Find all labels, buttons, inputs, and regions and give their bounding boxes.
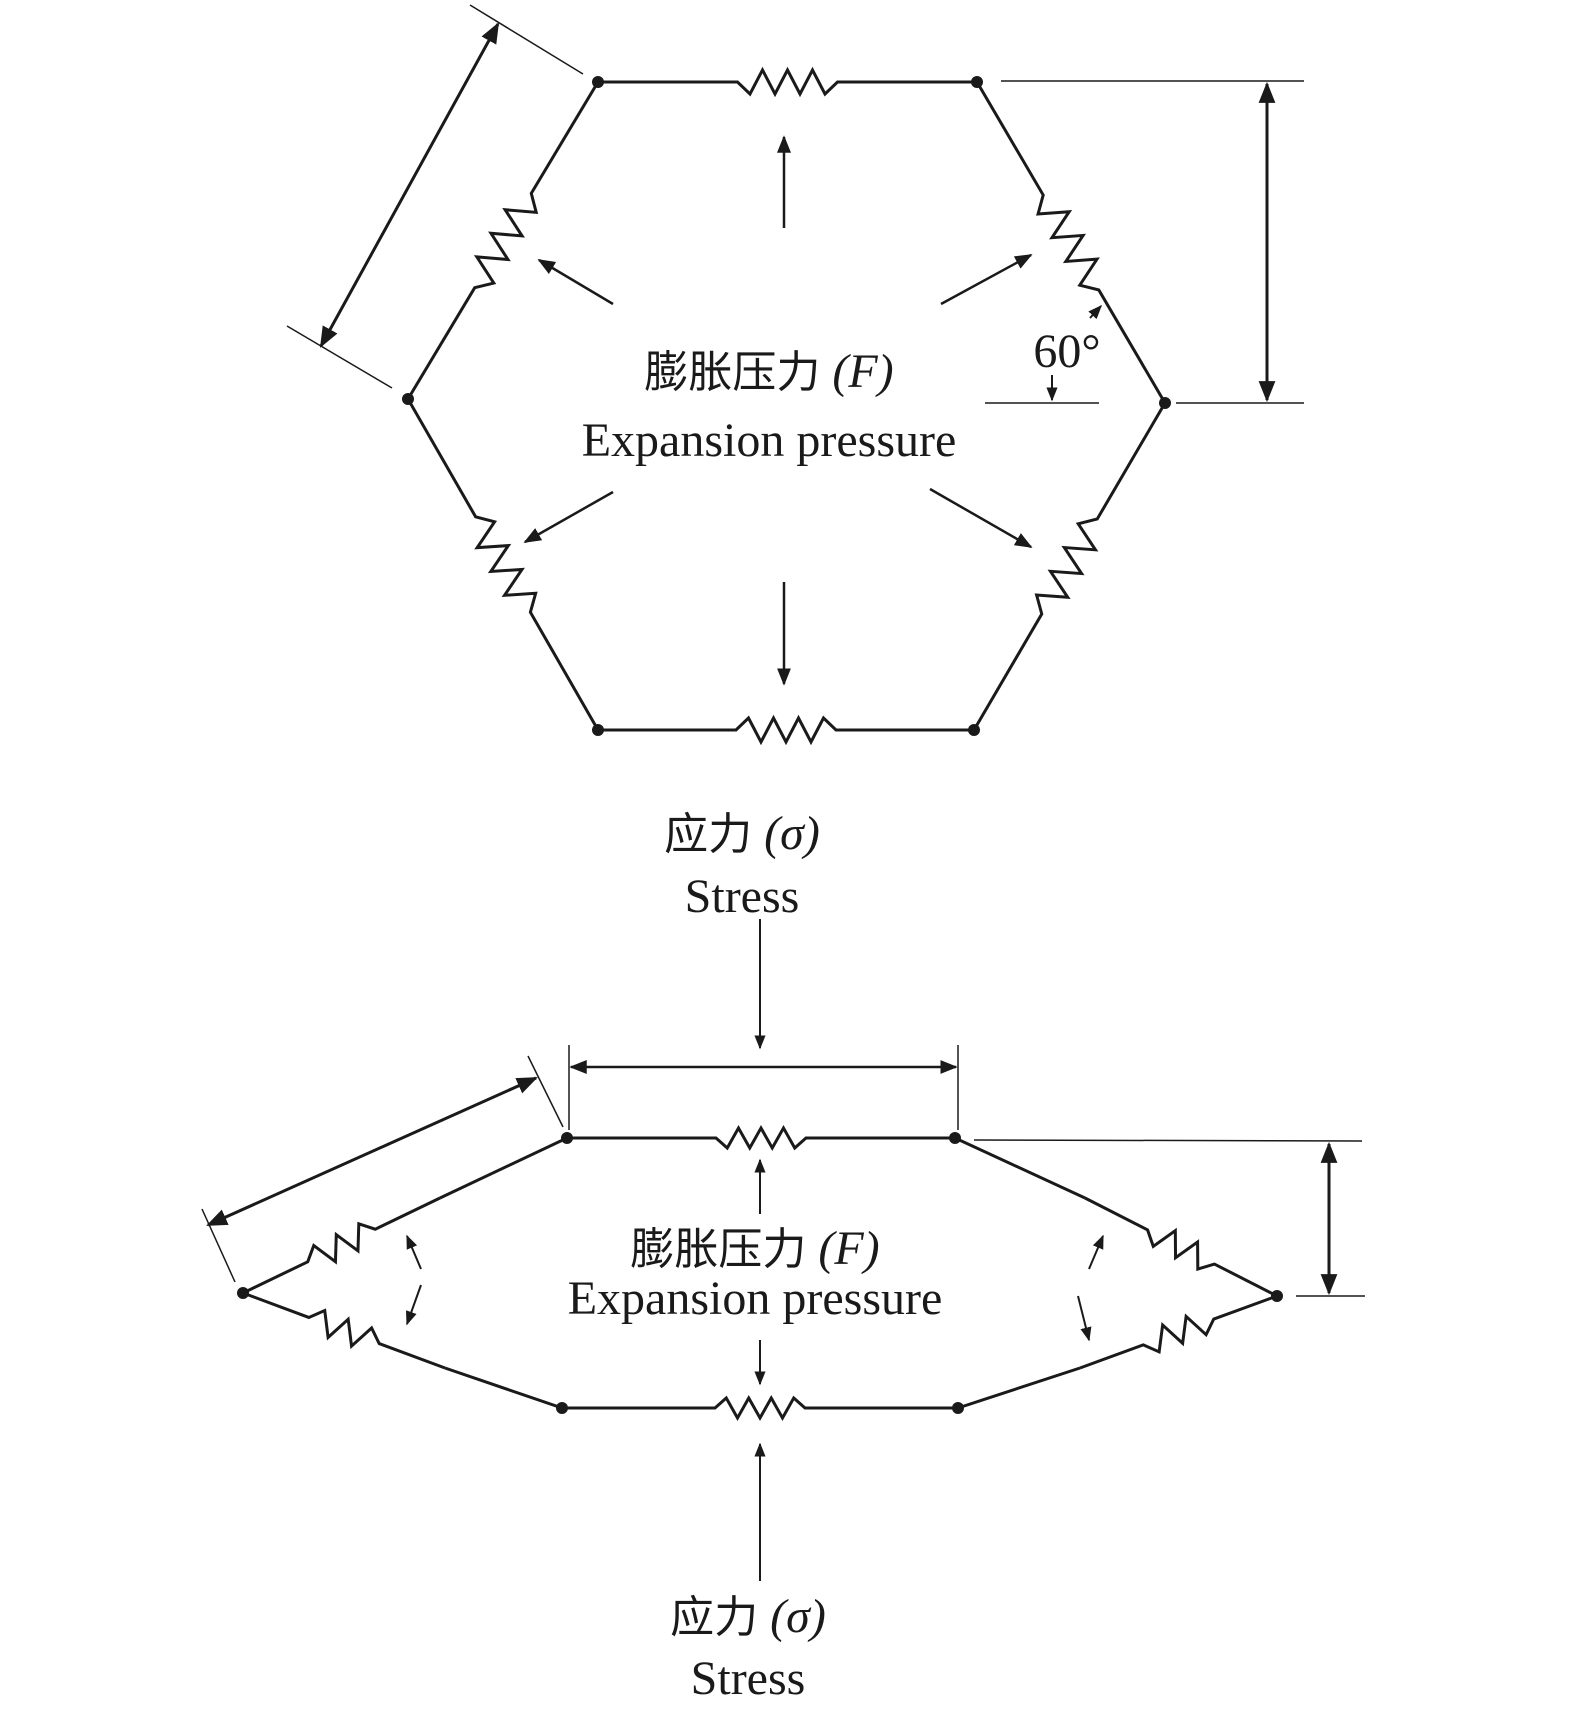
side-length-dimension (206, 1076, 538, 1227)
top-force-label-en: Expansion pressure (581, 414, 957, 467)
node-tl (592, 76, 604, 88)
top-force-label: 膨胀压力 (F) (644, 348, 893, 396)
extension-line (469, 4, 584, 75)
angle-label: 60° (1033, 325, 1101, 378)
pressure-arrow-down-left (405, 1284, 422, 1326)
spring-top (598, 66, 977, 98)
pressure-arrow-up-right (1088, 1234, 1104, 1270)
top-force-label-zh: 膨胀压力 (644, 347, 821, 398)
node-br (952, 1402, 964, 1414)
extension-line (973, 1139, 1363, 1142)
strut (439, 1136, 568, 1200)
stress-bottom-label: 应力 (σ) (670, 1593, 826, 1641)
pressure-arrow-up-left (406, 1234, 422, 1270)
bottom-force-label: 膨胀压力 (F) (630, 1225, 879, 1273)
pressure-arrow-up-right (940, 253, 1033, 306)
spring-bottom (598, 714, 974, 746)
node-br (968, 724, 980, 736)
bottom-force-label-en: Expansion pressure (567, 1272, 943, 1325)
node-r (1159, 397, 1171, 409)
extension-line (527, 1055, 564, 1128)
pressure-arrow-down-left (523, 490, 614, 544)
bottom-force-symbol: (F) (818, 1222, 880, 1275)
node-bl (556, 1402, 568, 1414)
pressure-arrow-up-left (537, 258, 614, 306)
node-tl (561, 1132, 573, 1144)
angle-arrow (1088, 304, 1102, 320)
spring-upper-right (1084, 1196, 1278, 1298)
stress-top-label: 应力 (σ) (664, 810, 820, 858)
bottom-force-label-zh: 膨胀压力 (630, 1224, 807, 1275)
strut (444, 1366, 563, 1410)
stress-top-label-en: Stress (684, 870, 800, 923)
side-length-dimension (319, 22, 500, 348)
strut (954, 1136, 1086, 1200)
stress-bottom-symbol: (σ) (770, 1590, 826, 1643)
spring-bottom (562, 1394, 958, 1422)
top-force-symbol: (F) (832, 345, 894, 398)
node-l (402, 393, 414, 405)
spring-top (567, 1124, 955, 1152)
stress-top-symbol: (σ) (764, 807, 820, 860)
stress-bottom-label-zh: 应力 (670, 1592, 759, 1643)
spring-upper-left (242, 1196, 441, 1295)
stress-bottom-label-en: Stress (690, 1652, 806, 1705)
spring-bottom-right (972, 402, 1167, 731)
spring-top-left (406, 81, 600, 400)
node-l (237, 1287, 249, 1299)
spring-lower-right (1079, 1294, 1278, 1370)
node-tr (949, 1132, 961, 1144)
node-bl (592, 724, 604, 736)
strut (957, 1366, 1081, 1410)
spring-lower-left (242, 1291, 446, 1370)
stress-top-label-zh: 应力 (664, 809, 753, 860)
extension-line (286, 325, 393, 389)
spring-bottom-left (406, 398, 600, 731)
node-r (1271, 1290, 1283, 1302)
pressure-arrow-down-right (1077, 1295, 1092, 1342)
node-tr (971, 76, 983, 88)
pressure-arrow-down-right (929, 487, 1033, 549)
spring-top-right (975, 81, 1167, 404)
